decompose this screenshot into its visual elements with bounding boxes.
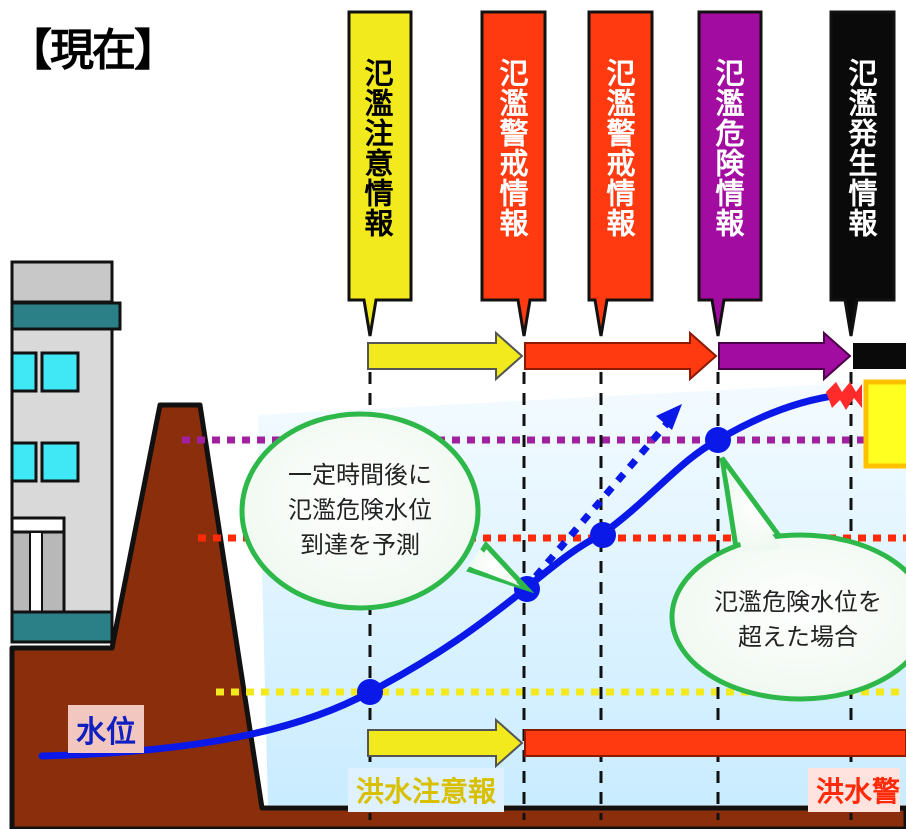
water-level-label: 水位 (68, 705, 144, 753)
exceeded-bubble-text: 氾濫危険水位を 超えた場合 (714, 588, 882, 651)
alert-label-warning-2: 氾濫警戒情報 (602, 58, 636, 238)
alert-label-occurrence: 氾濫発生情報 (844, 58, 878, 238)
alert-banners (347, 10, 896, 337)
alert-arrows (367, 330, 906, 382)
exceeded-bubble (669, 456, 906, 702)
alert-label-caution: 氾濫注意情報 (360, 58, 394, 238)
prediction-bubble (239, 411, 535, 611)
forecast-arrows (367, 717, 906, 769)
caution-forecast-label: 洪水注意報 (348, 768, 505, 812)
overflow-mark-icon (826, 379, 906, 469)
alert-label-danger: 氾濫危険情報 (711, 58, 745, 238)
warning-forecast-label: 洪水警 (808, 768, 901, 812)
alert-label-warning-1: 氾濫警戒情報 (495, 58, 529, 238)
levee (9, 402, 906, 829)
prediction-bubble-text: 一定時間後に 氾濫危険水位 到達を予測 (288, 461, 432, 559)
page-title: 【現在】 (8, 25, 178, 76)
building-icon (10, 260, 122, 644)
